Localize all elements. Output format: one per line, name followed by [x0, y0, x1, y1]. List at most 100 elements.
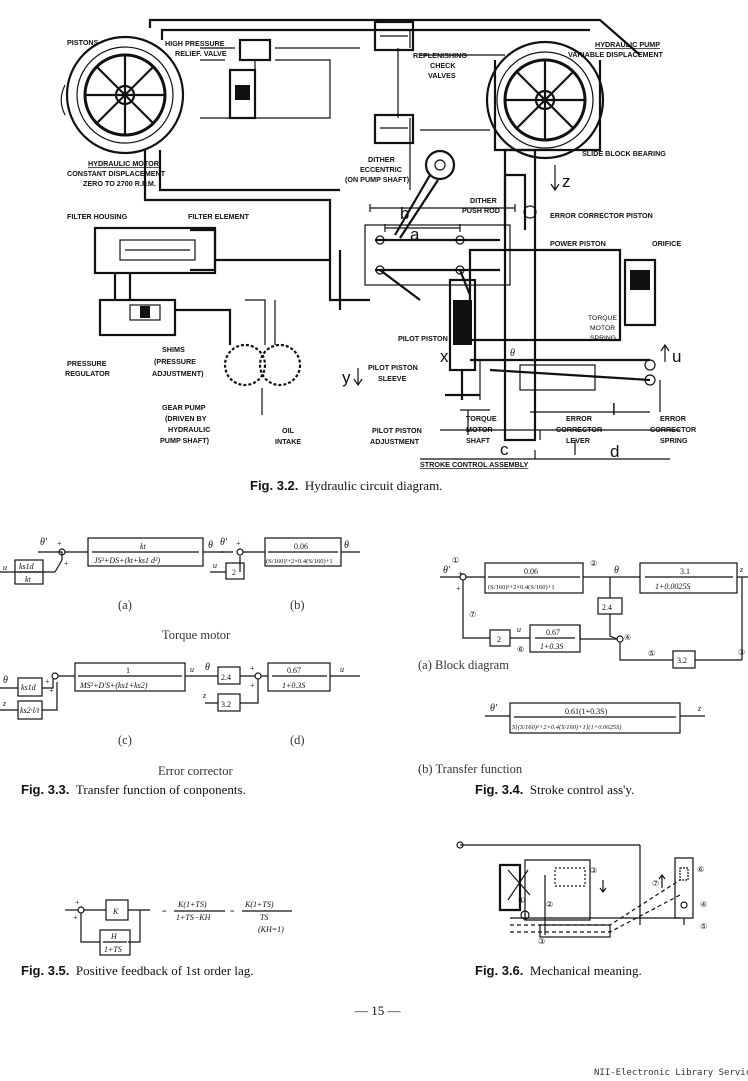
page-number: — 15 — — [355, 1003, 401, 1018]
fig-3-3-caption: Fig. 3.3. Transfer function of conponent… — [21, 782, 246, 798]
fig-3-4-label-b: (b) Transfer function — [418, 762, 523, 776]
c-plus: + — [45, 677, 50, 686]
fig36-n5: ⑤ — [700, 922, 707, 931]
fig36-n1: ① — [518, 896, 525, 905]
fig34-tf2-den: 1+0.0025S — [655, 582, 690, 591]
pilot-piston — [445, 278, 480, 400]
label-dither-ecc-2: ECCENTRIC — [360, 165, 402, 174]
fig-3-5-caption: Fig. 3.5. Positive feedback of 1st order… — [21, 963, 254, 979]
b-gain: 2 — [232, 568, 236, 577]
d-in-z: z — [202, 691, 207, 700]
label-err-spring-2: CORRECTOR — [650, 425, 697, 434]
fig-3-3-number: Fig. 3.3. — [21, 782, 70, 797]
footer-library: NII-Electronic Library Service — [594, 1068, 748, 1078]
fig36-n4: ④ — [700, 900, 707, 909]
dim-c-d — [420, 450, 670, 460]
label-gear-pump-1: GEAR PUMP — [162, 403, 206, 412]
fig-3-5-text: Positive feedback of 1st order lag. — [75, 963, 254, 978]
fig34-n6: ⑥ — [517, 645, 524, 654]
label-filter-element: FILTER ELEMENT — [188, 212, 250, 221]
label-hp-relief-2: RELIEF. VALVE — [175, 49, 227, 58]
fig34-n1: ① — [452, 556, 459, 565]
fig34-tf1-num: 0.06 — [524, 567, 538, 576]
positive-feedback-diagram: + + K H 1+TS = K(1+TS) 1+TS−KH = K(1+TS)… — [65, 898, 292, 956]
pipe-relief — [200, 47, 360, 119]
fig-3-4-text: Stroke control ass'y. — [529, 782, 635, 797]
label-gear-pump-4: PUMP SHAFT) — [160, 436, 210, 445]
label-shims-3: ADJUSTMENT) — [152, 369, 204, 378]
fig-3-4-label-a: (a) Block diagram — [418, 658, 509, 672]
label-err-spring-1: ERROR — [660, 414, 687, 423]
fig-3-6-text: Mechanical meaning. — [529, 963, 642, 978]
label-torque-spring-2: MOTOR — [590, 325, 615, 332]
filter-housing — [93, 226, 217, 300]
label-stroke-assy: STROKE CONTROL ASSEMBLY — [420, 460, 529, 469]
fig35-eq1: = — [162, 907, 167, 916]
gear-pump — [223, 299, 302, 415]
pipe-top — [148, 18, 641, 56]
label-z: z — [562, 172, 571, 191]
stroke-control-transfer-function: θ′ 0.61(1+0.3S) S[(S/160)²+2×0.4(S/160)+… — [485, 702, 705, 734]
label-err-lever-2: CORRECTOR — [556, 425, 603, 434]
fig35-eq2-den: TS — [260, 913, 268, 922]
d-plus: + — [250, 664, 255, 673]
fig36-n3: ③ — [590, 866, 597, 875]
hydraulic-motor — [60, 35, 185, 155]
d-tf-num: 0.67 — [287, 666, 301, 675]
fig35-plus: + — [75, 898, 80, 907]
mechanical-meaning-diagram: ① ② ③ ③ ④ ⑤ ⑥ ⑦ — [456, 841, 707, 946]
c-gain1: ks1d — [21, 683, 37, 692]
fig-3-3-label-a: (a) — [118, 598, 132, 612]
label-d: d — [610, 442, 619, 461]
d-plus2: + — [250, 681, 255, 690]
label-dither-rod-2: PUSH ROD — [462, 206, 500, 215]
fig35-h-den: 1+TS — [104, 945, 122, 954]
fig-3-3-label-b: (b) — [290, 598, 305, 612]
fig35-eq1-den: 1+TS−KH — [176, 913, 212, 922]
fig35-cond: (KH=1) — [258, 925, 284, 934]
fig34-plus2: + — [456, 584, 461, 593]
fig34-n2: ② — [590, 559, 597, 568]
fig34-tf2-num: 3.1 — [680, 567, 690, 576]
label-torque-spring-1: TORQUE — [588, 315, 617, 322]
a-tf-den: JS²+DS+(kt+ks1 d²) — [94, 556, 160, 565]
label-pilot-adj-2: ADJUSTMENT — [370, 437, 420, 446]
fig34-g32: 3.2 — [677, 656, 687, 665]
fig36-n3b: ③ — [538, 937, 545, 946]
fig34b-in: θ′ — [490, 703, 498, 714]
b-plus: + — [236, 539, 241, 548]
d-out: u — [340, 665, 344, 674]
label-u: u — [672, 347, 681, 366]
fig35-plus2: + — [73, 913, 78, 922]
label-tm-shaft-2: MOTOR — [466, 425, 493, 434]
label-torque-spring-3: SPRING — [590, 335, 616, 342]
pipe-left-long2 — [158, 150, 340, 192]
fig34-z: z — [739, 565, 744, 574]
label-motor-3: ZERO TO 2700 R.P.M. — [83, 179, 156, 188]
fig34-n3: ③ — [738, 648, 745, 657]
fig34-tf3-den: 1+0.3S — [540, 642, 563, 651]
fig-3-3-label-d: (d) — [290, 733, 305, 747]
a-gain-den: kt — [25, 575, 32, 584]
fig36-n2: ② — [546, 900, 553, 909]
label-l: l — [612, 400, 616, 419]
fig35-eq2-num: K(1+TS) — [244, 900, 274, 909]
fig-3-5-number: Fig. 3.5. — [21, 963, 70, 978]
label-pump-1: HYDRAULIC PUMP — [595, 40, 660, 49]
label-hp-relief-1: HIGH PRESSURE — [165, 39, 225, 48]
arrow-y — [353, 368, 363, 387]
label-theta: θ — [510, 348, 515, 359]
label-pressure-reg-1: PRESSURE — [67, 359, 107, 368]
a-plus: + — [57, 539, 62, 548]
error-corrector-block-d: θ z 2.4 3.2 + + 0.67 1+0.3S u — [202, 662, 360, 712]
label-motor-2: CONSTANT DISPLACEMENT — [67, 169, 166, 178]
fig34-u: u — [517, 625, 521, 634]
b-tf-num: 0.06 — [294, 542, 308, 551]
pipe-left-long — [143, 150, 370, 302]
fig-3-2-caption: Fig. 3.2. Hydraulic circuit diagram. — [250, 478, 442, 494]
label-oil-2: INTAKE — [275, 437, 301, 446]
label-gear-pump-2: (DRIVEN BY — [165, 414, 207, 423]
label-error-piston: ERROR CORRECTOR PISTON — [550, 211, 653, 220]
fig35-eq1-num: K(1+TS) — [177, 900, 207, 909]
stroke-control-block-diagram: θ′ ① + + ② θ z ③ ④ ⑤ ⑥ ⑦ u 0.06 (S/160)²… — [440, 556, 748, 669]
